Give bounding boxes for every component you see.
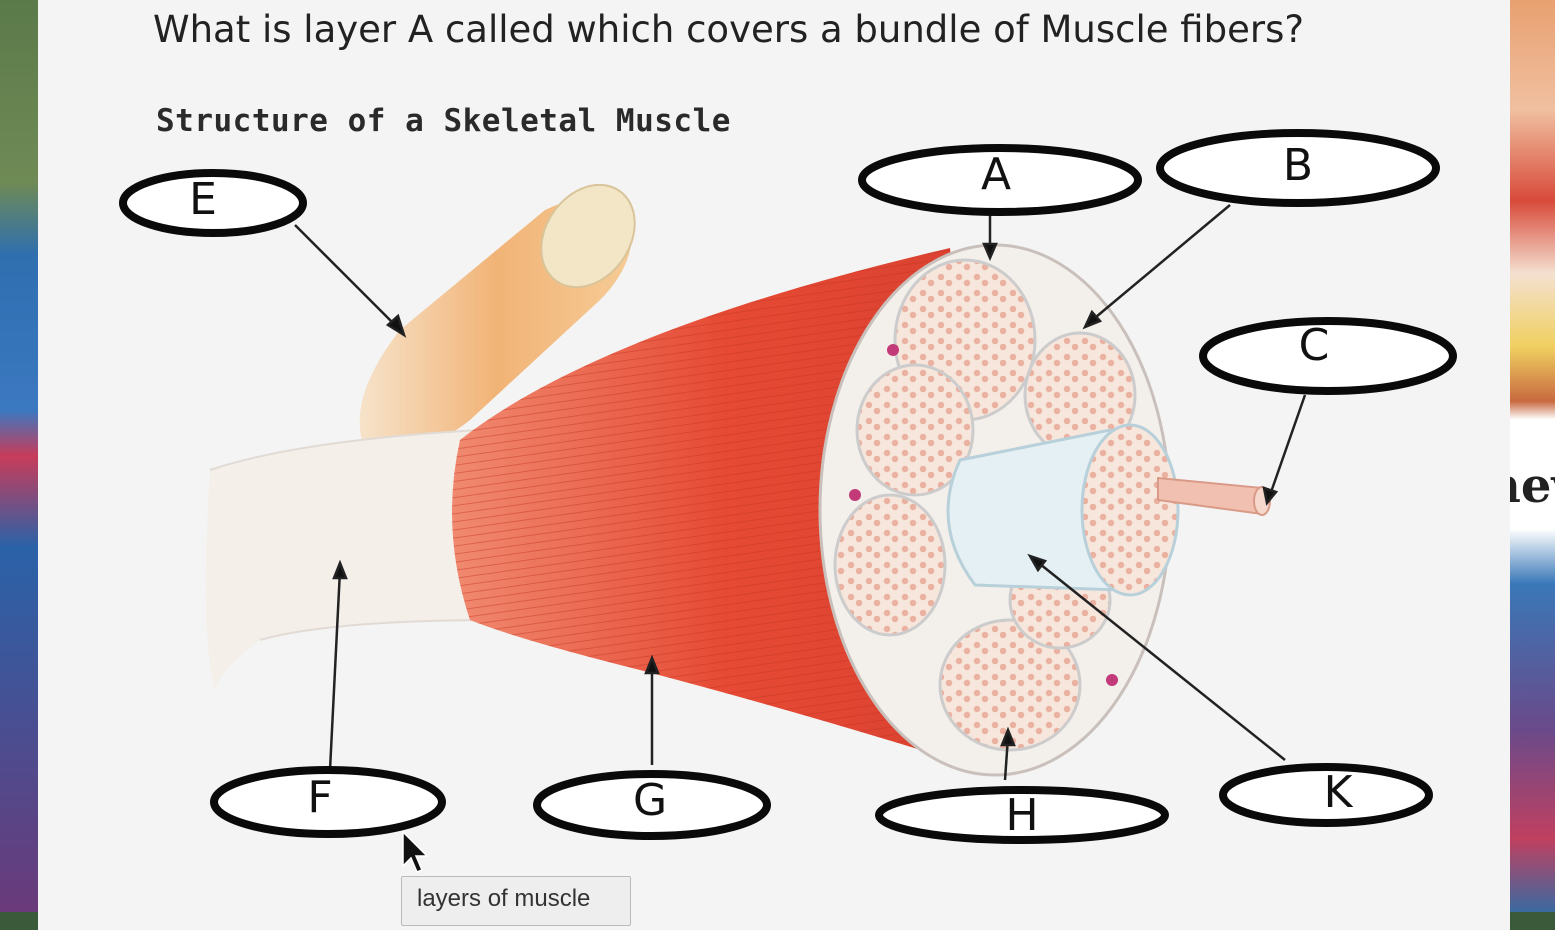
arrow-K xyxy=(1034,559,1286,761)
arrow-F xyxy=(328,569,342,771)
label-F: F xyxy=(307,772,332,823)
muscle-cross-section xyxy=(818,243,1271,777)
oval-G xyxy=(533,770,771,840)
label-ovals xyxy=(119,129,1457,844)
label-E: E xyxy=(189,174,217,225)
label-B: B xyxy=(1283,140,1313,191)
fascicle-4 xyxy=(833,493,947,637)
diagram-title: Structure of a Skeletal Muscle xyxy=(156,103,731,139)
mouse-cursor-icon xyxy=(402,830,429,873)
label-K: K xyxy=(1324,767,1354,818)
arrow-B xyxy=(1089,204,1231,323)
pointer-arrows xyxy=(294,200,1307,781)
oval-F xyxy=(210,766,446,838)
fascicle-2 xyxy=(855,363,975,497)
tooltip-layers-of-muscle: layers of muscle xyxy=(401,876,631,926)
arrow-C xyxy=(1268,394,1307,496)
label-G: G xyxy=(633,775,667,826)
question-text: What is layer A called which covers a bu… xyxy=(153,8,1304,51)
oval-E xyxy=(119,169,307,237)
label-H: H xyxy=(1005,790,1038,841)
label-C: C xyxy=(1299,320,1330,371)
oval-B xyxy=(1156,129,1440,207)
label-A: A xyxy=(981,149,1011,200)
oval-K xyxy=(1219,763,1433,827)
oval-C xyxy=(1199,317,1457,395)
oval-A xyxy=(858,144,1142,216)
oval-H xyxy=(875,786,1169,844)
arrow-E xyxy=(294,224,401,331)
fascicle-5 xyxy=(938,618,1082,752)
bone xyxy=(359,183,636,452)
